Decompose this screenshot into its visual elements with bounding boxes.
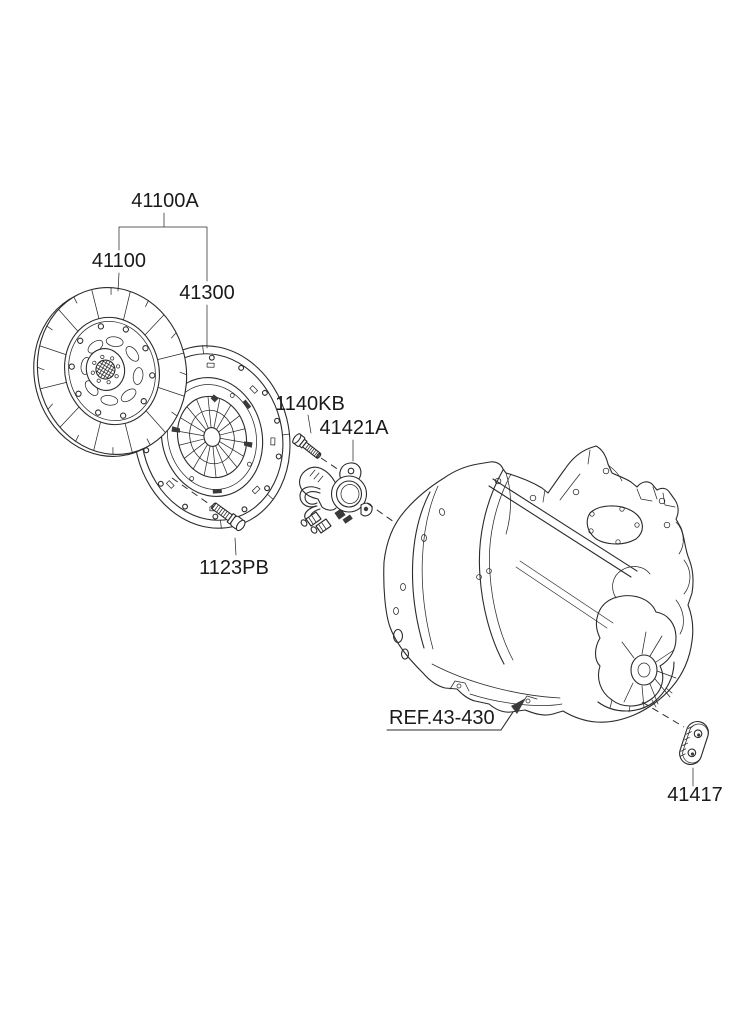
leader-line <box>307 414 312 434</box>
bracket-41417-drawing <box>679 720 709 766</box>
release-bolt-drawing <box>292 433 322 459</box>
facing-segments <box>39 289 185 453</box>
disc-rivets <box>68 323 156 419</box>
diaphragm-fingers <box>177 395 247 479</box>
clutch-disc-drawing <box>33 287 188 457</box>
assembly-axis-dash-cylinder-case <box>366 502 415 537</box>
callout-1140kb: 1140KB <box>275 393 345 434</box>
callout-41100a: 41100A <box>118 190 208 282</box>
part-number-label: 1140KB <box>275 393 345 415</box>
assembly-axis-dash-bolt-cylinder <box>320 457 343 473</box>
reference-underline <box>386 711 514 731</box>
callout-bracket-lines <box>118 212 208 282</box>
ref-43-430-link[interactable]: REF.43-430 <box>386 698 526 731</box>
reference-label: REF.43-430 <box>389 707 495 729</box>
callout-41300: 41300 <box>179 282 235 349</box>
callout-41417: 41417 <box>667 767 723 806</box>
callout-41100: 41100 <box>92 250 146 292</box>
spring-windows <box>80 336 144 406</box>
part-number-label: 1123PB <box>199 557 269 579</box>
assembly-axis-dash-cover-bolt <box>171 477 213 507</box>
arrow-icon <box>511 698 526 714</box>
leader-line <box>234 537 237 556</box>
part-number-label: 41100A <box>131 190 199 212</box>
callout-1123pb: 1123PB <box>199 537 269 579</box>
release-cylinder-drawing <box>299 462 373 534</box>
transaxle-outline <box>383 445 694 723</box>
disc-rim-ticks <box>36 287 188 455</box>
callout-41421a: 41421A <box>320 417 390 462</box>
part-number-label: 41417 <box>667 784 723 806</box>
part-number-label: 41100 <box>92 250 146 272</box>
transaxle-case-drawing <box>383 445 694 723</box>
flywheel-bolt-drawing <box>211 502 246 532</box>
part-number-label: 41300 <box>179 282 235 304</box>
part-number-label: 41421A <box>320 417 390 439</box>
assembly-axis-dash-case-bracket <box>641 701 685 728</box>
leader-line <box>117 272 120 292</box>
disc-hub <box>85 348 126 391</box>
